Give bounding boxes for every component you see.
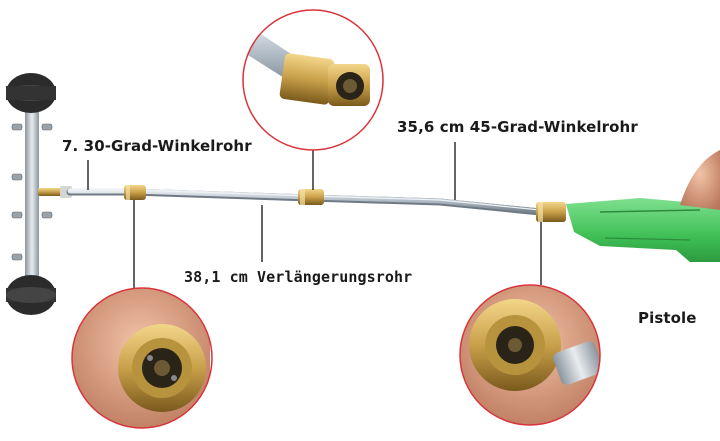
nozzles [11,123,53,261]
detail-circle-top [242,9,384,151]
detail-circle-left [71,287,213,429]
coupler-left [124,185,146,200]
bottom-wheel [6,275,56,315]
hand [680,150,720,210]
label-30-degree-tube: 7. 30-Grad-Winkelrohr [62,137,252,155]
coupler-middle [298,189,324,205]
label-extension-tube: 38,1 cm Verlängerungsrohr [184,268,413,286]
leader-lines [87,142,542,288]
top-wheel [6,73,56,113]
coupler-gun [536,202,566,222]
label-gun: Pistole [638,309,697,327]
surface-cleaner-bar [6,73,56,315]
spray-gun [566,198,720,262]
label-45-degree-tube: 35,6 cm 45-Grad-Winkelrohr [397,118,638,136]
detail-circle-right [459,284,601,426]
